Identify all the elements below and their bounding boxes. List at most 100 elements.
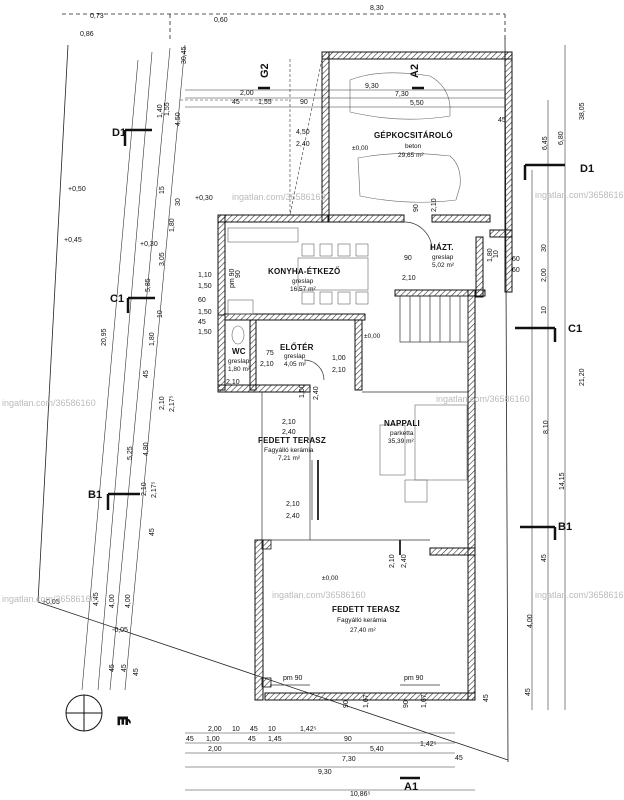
dimension-label: 1,00 xyxy=(206,736,220,743)
building-walls xyxy=(217,51,513,701)
dimension-label: 30,45 xyxy=(181,46,188,64)
dimension-label: 21,20 xyxy=(579,368,586,386)
room-terasz-large: FEDETT TERASZ Fagyálló kerámia 27,40 m² … xyxy=(322,575,400,634)
dimension-label: 5,50 xyxy=(410,100,424,107)
dimension-label: 1,67 xyxy=(421,694,428,708)
dimension-label: 1,45 xyxy=(268,736,282,743)
svg-text:É: É xyxy=(115,716,131,725)
dimension-label: 45 xyxy=(149,528,156,536)
dimension-label: 45 xyxy=(121,664,128,672)
watermark: ingatlan.com/36586160 xyxy=(232,192,326,202)
dimension-label: 2,10 xyxy=(226,379,240,386)
section-a1-bottom: A1 xyxy=(404,781,418,793)
dimension-label: 1,80 xyxy=(487,248,494,262)
dimension-label: 90 xyxy=(343,700,350,708)
dimension-label: 1,50 xyxy=(198,283,212,290)
dimension-label: 10,86⁵ xyxy=(350,791,371,798)
room-name: ELŐTÉR xyxy=(280,343,314,352)
dimension-label: 1,50 xyxy=(198,309,212,316)
dimension-label: 45 xyxy=(455,755,463,762)
dimension-label: 8,10 xyxy=(543,420,550,434)
level-mark: +0,05 xyxy=(42,599,60,606)
dimension-label: 6,45 xyxy=(542,136,549,150)
dimension-label: 2,10 xyxy=(389,554,396,568)
room-material: greslap xyxy=(292,278,314,285)
section-g2-top: G2 xyxy=(259,63,271,78)
room-name: FEDETT TERASZ xyxy=(258,436,326,445)
dimension-label: 90 xyxy=(344,736,352,743)
watermark: ingatlan.com/36586160 xyxy=(436,394,530,404)
right-dimension-lines xyxy=(531,45,566,710)
dimension-label: 45 xyxy=(198,319,206,326)
dimension-label: 45 xyxy=(483,694,490,702)
room-area: 1,80 m² xyxy=(228,366,251,373)
dimension-label: 1,50 xyxy=(198,329,212,336)
room-area: 7,21 m² xyxy=(278,455,301,462)
dimension-label: 60 xyxy=(512,267,520,274)
dimension-label: 45 xyxy=(232,99,240,106)
dimension-label: 2,10 xyxy=(402,275,416,282)
room-area: 29,65 m² xyxy=(398,152,424,159)
room-name: HÁZT. xyxy=(430,243,454,252)
dimension-label: 1,80 xyxy=(169,218,176,232)
room-material: greslap xyxy=(228,358,250,365)
dimension-label: 10 xyxy=(232,726,240,733)
dimension-label: 0,86 xyxy=(80,31,94,38)
dimension-label: 4,80 xyxy=(143,442,150,456)
watermark: ingatlan.com/36586160 xyxy=(272,590,366,600)
room-name: KONYHA-ÉTKEZŐ xyxy=(268,267,340,276)
dimension-label: 4,00 xyxy=(527,614,534,628)
dimension-label: 9,30 xyxy=(318,769,332,776)
dimension-label: 90 xyxy=(404,255,412,262)
dimension-label: pm 90 xyxy=(229,268,236,288)
dimension-label: 2,40 xyxy=(282,429,296,436)
dimension-label: 8,30 xyxy=(370,5,384,12)
left-dimension-labels: 30,45 1,40 4,50 1,55 30 1,80 3,05 5,85 2… xyxy=(93,46,188,676)
dimension-label: 2,00 xyxy=(240,90,254,97)
top-dimensions xyxy=(185,89,505,108)
room-level: ±0,00 xyxy=(352,145,369,152)
dimension-label: 45 xyxy=(143,370,150,378)
dimension-label: 2,10 xyxy=(260,361,274,368)
dimension-label: 0,60 xyxy=(214,17,228,24)
dimension-label: 2,00 xyxy=(208,746,222,753)
dimension-label: 90 xyxy=(413,204,420,212)
dimension-label: 4,45 xyxy=(93,592,100,606)
dimension-label: 6,80 xyxy=(558,131,565,145)
dimension-label: 75 xyxy=(266,350,274,357)
dimension-label: pm 90 xyxy=(404,675,424,682)
dimension-label: 2,17⁵ xyxy=(169,395,176,412)
dimension-label: 1,40 xyxy=(157,104,164,118)
dimension-label: 45 xyxy=(498,117,506,124)
dimension-label: 4,50 xyxy=(296,129,310,136)
dimension-label: 1,67 xyxy=(363,694,370,708)
dimension-label: 2,00 xyxy=(208,726,222,733)
dimension-label: 2,10 xyxy=(286,501,300,508)
dimension-label: 45 xyxy=(248,736,256,743)
dimension-label: 45 xyxy=(525,688,532,696)
dimension-label: 1,42⁵ xyxy=(300,726,317,733)
dimension-label: 5,85 xyxy=(145,278,152,292)
room-level: ±0,00 xyxy=(322,575,339,582)
dimension-label: 1,55 xyxy=(258,99,272,106)
dimension-label: 60 xyxy=(198,297,206,304)
left-dimension-lines xyxy=(81,44,186,691)
dimension-label: 2,10 xyxy=(282,419,296,426)
level-marks: +0,50 +0,45 +0,30 +0,30 +0,05 -0,05 xyxy=(42,186,213,634)
room-eloter: ELŐTÉR greslap 4,05 m² ±0,00 xyxy=(280,333,381,368)
dimension-label: 4,50 xyxy=(175,112,182,126)
garage-dash-lines xyxy=(180,58,323,216)
section-a2-top: A2 xyxy=(409,64,421,78)
dimension-label: pm 90 xyxy=(283,675,303,682)
dimension-label: 5,40 xyxy=(370,746,384,753)
level-mark: -0,05 xyxy=(112,627,128,634)
dimension-label: 1,10 xyxy=(198,272,212,279)
room-kitchen: KONYHA-ÉTKEZŐ greslap 16,57 m² xyxy=(268,267,340,293)
room-name: WC xyxy=(232,347,246,356)
columns xyxy=(261,539,272,688)
dimension-label: 1,00 xyxy=(332,355,346,362)
dimension-label: 10 xyxy=(493,250,500,258)
level-mark: +0,30 xyxy=(140,241,158,248)
section-markers xyxy=(106,86,565,780)
